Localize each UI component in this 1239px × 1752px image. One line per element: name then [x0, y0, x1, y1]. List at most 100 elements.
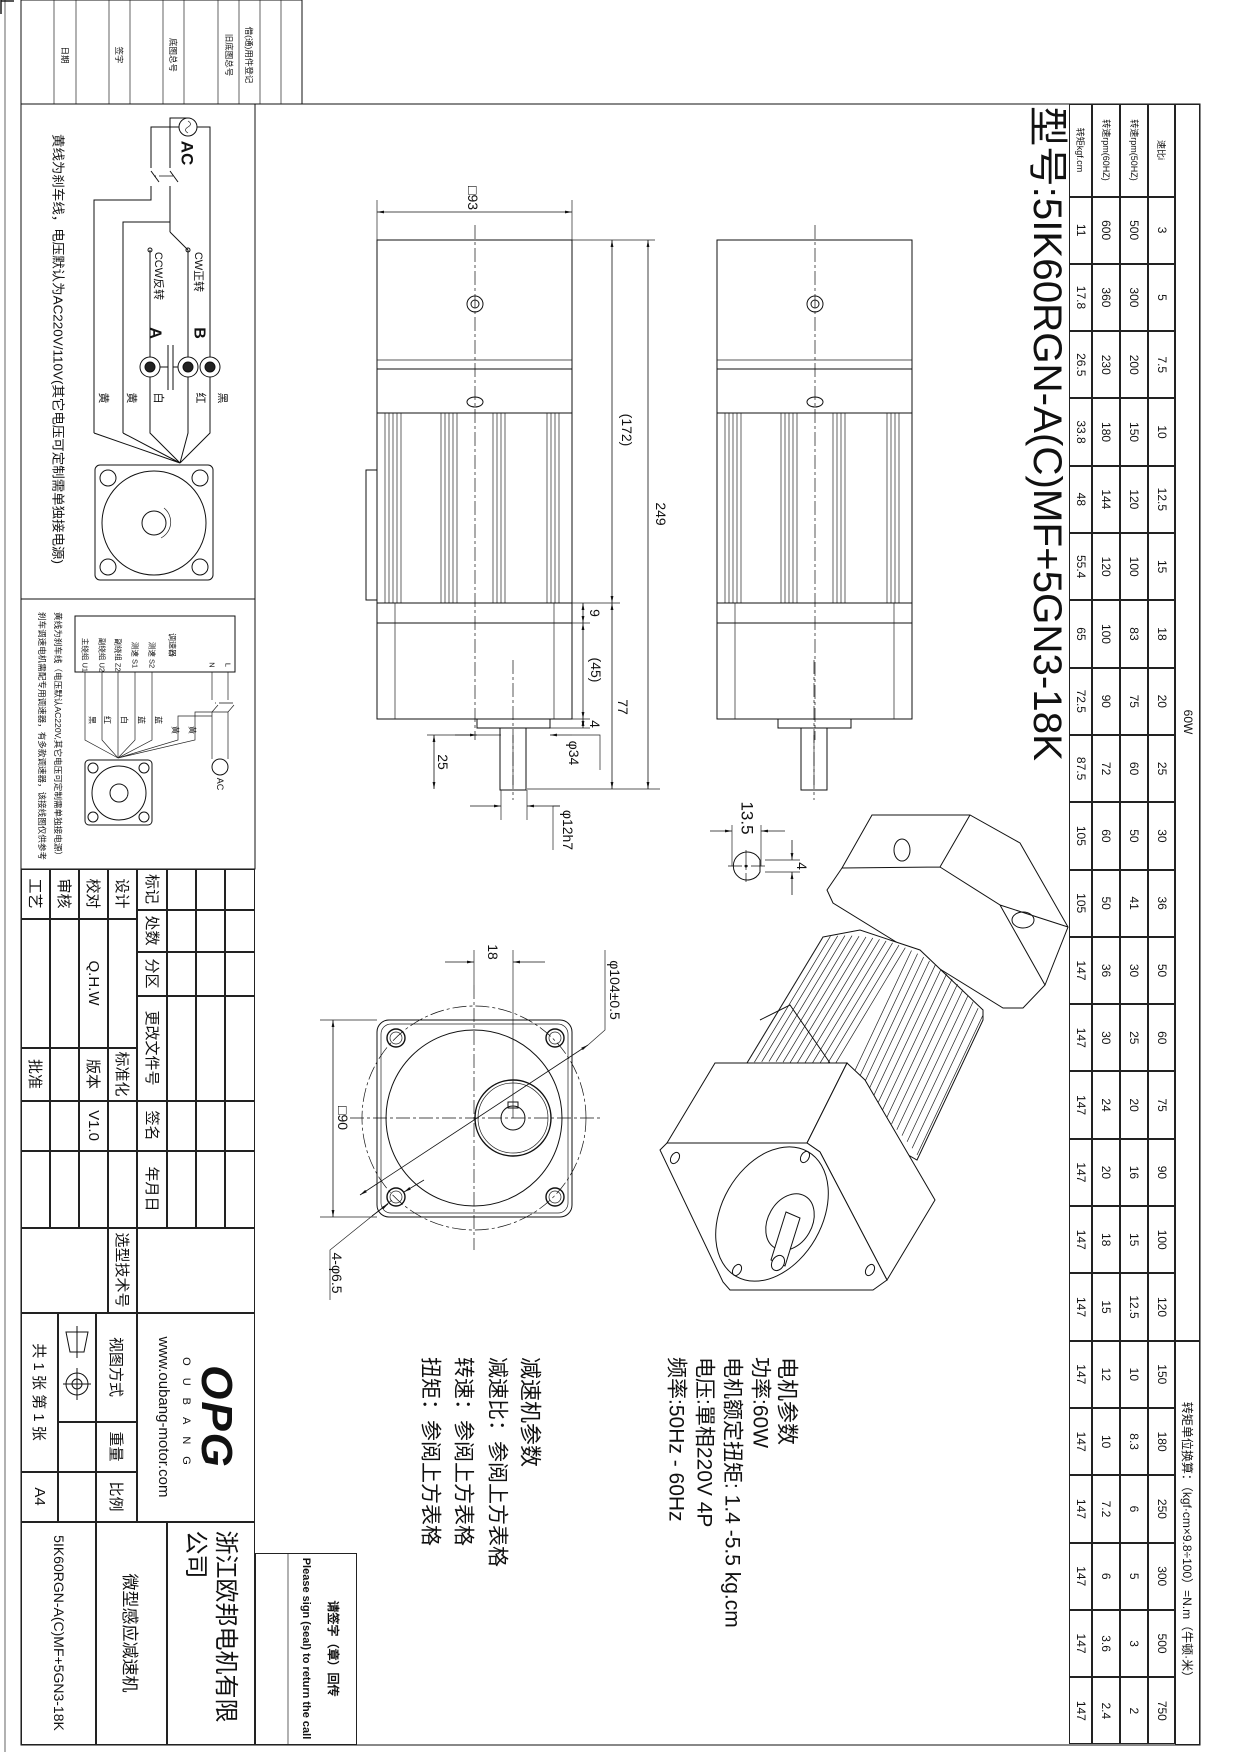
dimension-square-93: □93 — [465, 186, 481, 210]
wire-ac-1 — [122, 117, 188, 433]
cw-ccw-switch — [169, 231, 189, 251]
title-design-blank — [108, 1150, 138, 1228]
table-cell-rpm60: 36 — [1092, 936, 1121, 1005]
revision-table-cell — [167, 909, 197, 952]
table-cell-rpm60: 12 — [1092, 1340, 1121, 1408]
wire-color-label: 黑 — [88, 716, 97, 724]
table-cell-rpm60: 230 — [1092, 331, 1121, 399]
motor-param-line: 电压:單相220V 4P — [693, 1357, 716, 1527]
third-angle-projection-icon — [63, 1326, 92, 1400]
table-cell-rpm50: 200 — [1120, 331, 1149, 399]
motor-shaft-circle — [141, 510, 167, 536]
terminal-b-label: B — [191, 327, 208, 339]
iso-cooling-fin — [803, 939, 880, 1066]
flange-hole — [138, 811, 150, 823]
iso-cooling-fin — [782, 935, 860, 1063]
scale-label: 比例 — [96, 1471, 138, 1522]
outer-frame — [20, 103, 1201, 1746]
table-cell-torque: 11 — [1069, 196, 1093, 264]
cw-label: CW正转 — [192, 252, 206, 292]
table-cell-rpm50: 3 — [1120, 1609, 1149, 1678]
table-cell-rpm50: 15 — [1120, 1206, 1149, 1274]
controller-wire — [101, 672, 119, 759]
terminal-dot — [144, 361, 156, 373]
table-cell-torque: 48 — [1069, 465, 1093, 533]
dimension-length-249: 249 — [653, 502, 669, 526]
title-design-value-2 — [108, 1100, 138, 1151]
revision-strip-label: 借(通)用件登记 — [244, 27, 254, 84]
brand-name: OUBANG — [180, 1357, 192, 1477]
capacitor-icon — [160, 345, 178, 390]
title-check-label-2: 版本 — [79, 1047, 109, 1101]
table-cell-ratio: 30 — [1148, 802, 1176, 870]
wire-color-label: 红 — [194, 393, 207, 404]
revision-table-cell — [225, 868, 256, 910]
motor-flange-icon — [94, 464, 214, 581]
leader-104 — [587, 950, 606, 1046]
projection-symbol — [58, 1312, 97, 1422]
wiring-2-note-1: 黄线为刹车线（电压默认AC220V,其它电压可定制需单独接电源） — [53, 612, 63, 860]
iso-rear-cap — [826, 814, 1069, 1009]
iso-cooling-fin — [896, 989, 964, 1130]
table-cell-rpm50: 75 — [1120, 667, 1149, 735]
controller-wire — [117, 672, 153, 759]
table-cell-rpm50: 10 — [1120, 1340, 1149, 1408]
table-cell-rpm50: 50 — [1120, 802, 1149, 870]
iso-mounting-hole — [799, 1150, 811, 1164]
tech-no-blank — [137, 1227, 256, 1313]
iso-cooling-fin — [816, 942, 893, 1070]
table-cell-rpm50: 12.5 — [1120, 1273, 1149, 1341]
table-cell-torque: 105 — [1069, 802, 1093, 870]
ac-wave — [185, 120, 191, 134]
table-cell-rpm60: 144 — [1092, 465, 1121, 533]
drawing-model: 5IK60RGN-A(C)MF+5GN3-18K — [21, 1521, 97, 1745]
motor-params-heading: 电机参数 — [775, 1357, 800, 1445]
title-review-value — [50, 918, 80, 1048]
side-view-a-finned-body — [376, 412, 573, 604]
iso-cooling-fin — [863, 960, 930, 1102]
revision-table-cell — [225, 951, 256, 996]
table-cell-ratio: 750 — [1148, 1677, 1176, 1745]
title-check: 校对 — [79, 868, 109, 919]
title-check-blank — [79, 1150, 109, 1228]
iso-cooling-fin — [857, 956, 924, 1098]
controller-terminal-label: 主绕组 U1 — [81, 638, 91, 672]
wire-ac-2 — [93, 126, 179, 433]
flange-hole — [87, 811, 99, 823]
table-cell-rpm60: 120 — [1092, 533, 1121, 601]
table-cell-rpm50: 150 — [1120, 398, 1149, 466]
title-zone: 分区 — [137, 951, 168, 996]
revision-table-cell — [225, 1150, 256, 1228]
table-cell-rpm50: 6 — [1120, 1475, 1149, 1543]
iso-cooling-fin — [901, 995, 969, 1136]
table-row-label-ratio: 速比i — [1148, 103, 1176, 197]
side-view-b-rear-cap — [716, 239, 913, 370]
table-cell-torque: 65 — [1069, 600, 1093, 668]
dimension-gear-9: 9 — [587, 609, 603, 617]
table-cell-rpm60: 600 — [1092, 196, 1121, 264]
revision-table-cell — [196, 1100, 226, 1151]
title-review-value-2 — [50, 1100, 80, 1151]
controller-terminal-label: 测速 S2 — [148, 642, 157, 668]
table-cell-rpm60: 3.6 — [1092, 1609, 1121, 1678]
table-row-label-rpm60: 转速rpm(60HZ) — [1092, 103, 1121, 197]
table-cell-rpm50: 300 — [1120, 263, 1149, 332]
table-cell-torque: 147 — [1069, 1004, 1093, 1072]
dimension-offset-18: 18 — [485, 944, 501, 960]
iso-mounting-hole — [669, 1151, 681, 1165]
table-cell-rpm50: 41 — [1120, 869, 1149, 937]
table-cell-ratio: 250 — [1148, 1475, 1176, 1543]
table-cell-rpm50: 100 — [1120, 533, 1149, 601]
table-cell-torque: 105 — [1069, 869, 1093, 937]
title-design-value — [108, 918, 138, 1048]
iso-screw — [1011, 911, 1035, 929]
iso-cooling-fin — [761, 935, 839, 1062]
ac-label-2: AC — [215, 778, 225, 791]
iso-cooling-fin — [851, 953, 918, 1094]
dimension-key-4: 4 — [794, 862, 810, 870]
iso-cooling-fin — [916, 1014, 984, 1156]
motor-param-line: 频率:50Hz - 60Hz — [665, 1357, 688, 1522]
table-cell-torque: 87.5 — [1069, 734, 1093, 803]
reducer-param-line: 扭矩：参阅上方表格 — [419, 1357, 442, 1546]
